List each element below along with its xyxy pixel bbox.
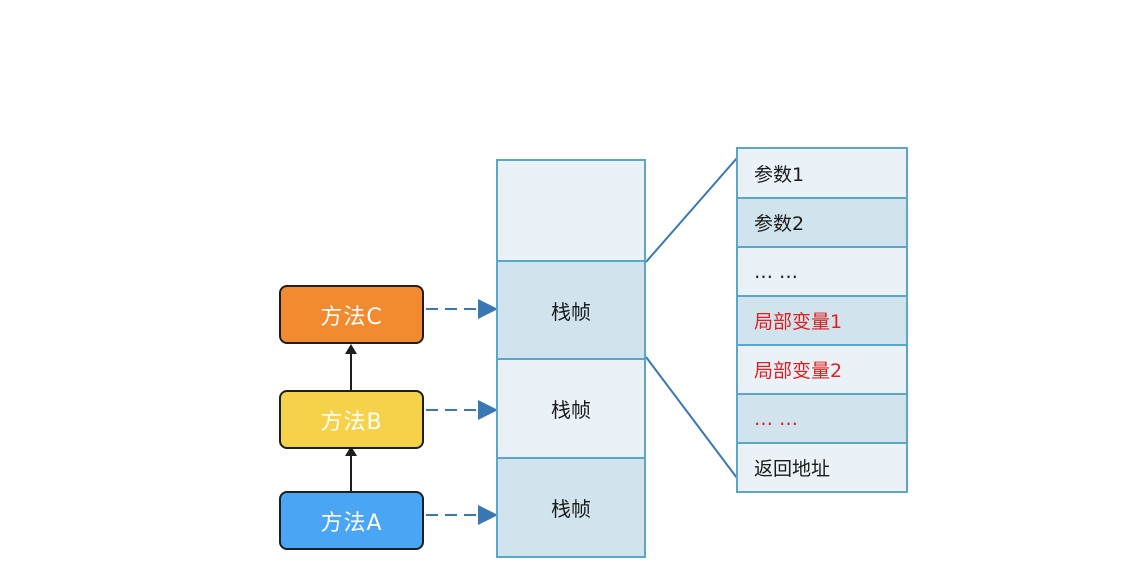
stack-frame-label: 栈帧 [551, 299, 591, 324]
detail-return-address: 返回地址 [738, 442, 906, 491]
detail-local-var-1: 局部变量1 [738, 295, 906, 344]
call-arrowhead-c [345, 344, 357, 354]
stack-frame-a: 栈帧 [498, 457, 644, 556]
detail-local-var-2: 局部变量2 [738, 344, 906, 393]
method-a-box: 方法A [279, 491, 424, 550]
call-arrowhead-b [345, 446, 357, 456]
detail-ellipsis-params: … … [738, 246, 906, 295]
method-b-label: 方法B [320, 409, 383, 435]
stack-frame-label: 栈帧 [551, 398, 591, 422]
detail-label: 参数1 [754, 163, 805, 186]
stack-empty-slot [498, 161, 644, 260]
detail-label: 局部变量1 [754, 311, 843, 333]
call-stack: 栈帧 栈帧 栈帧 [496, 159, 646, 558]
frame-detail: 参数1 参数2 … … 局部变量1 局部变量2 … … 返回地址 [736, 147, 908, 493]
method-c-box: 方法C [279, 285, 424, 344]
detail-label: … … [754, 407, 799, 430]
method-c-label: 方法C [320, 304, 383, 330]
expand-line-top [645, 157, 738, 263]
detail-label: … … [754, 260, 799, 283]
detail-label: 参数2 [754, 213, 805, 235]
stack-frame-b: 栈帧 [498, 358, 644, 457]
stack-frame-c: 栈帧 [498, 260, 644, 358]
detail-param-1: 参数1 [738, 149, 906, 197]
detail-param-2: 参数2 [738, 197, 906, 246]
detail-label: 返回地址 [754, 458, 831, 480]
detail-label: 局部变量2 [754, 360, 843, 382]
detail-ellipsis-locals: … … [738, 393, 906, 442]
method-b-box: 方法B [279, 390, 424, 449]
method-a-label: 方法A [320, 510, 383, 536]
stack-frame-label: 栈帧 [551, 497, 591, 521]
expand-line-bottom [645, 356, 738, 479]
